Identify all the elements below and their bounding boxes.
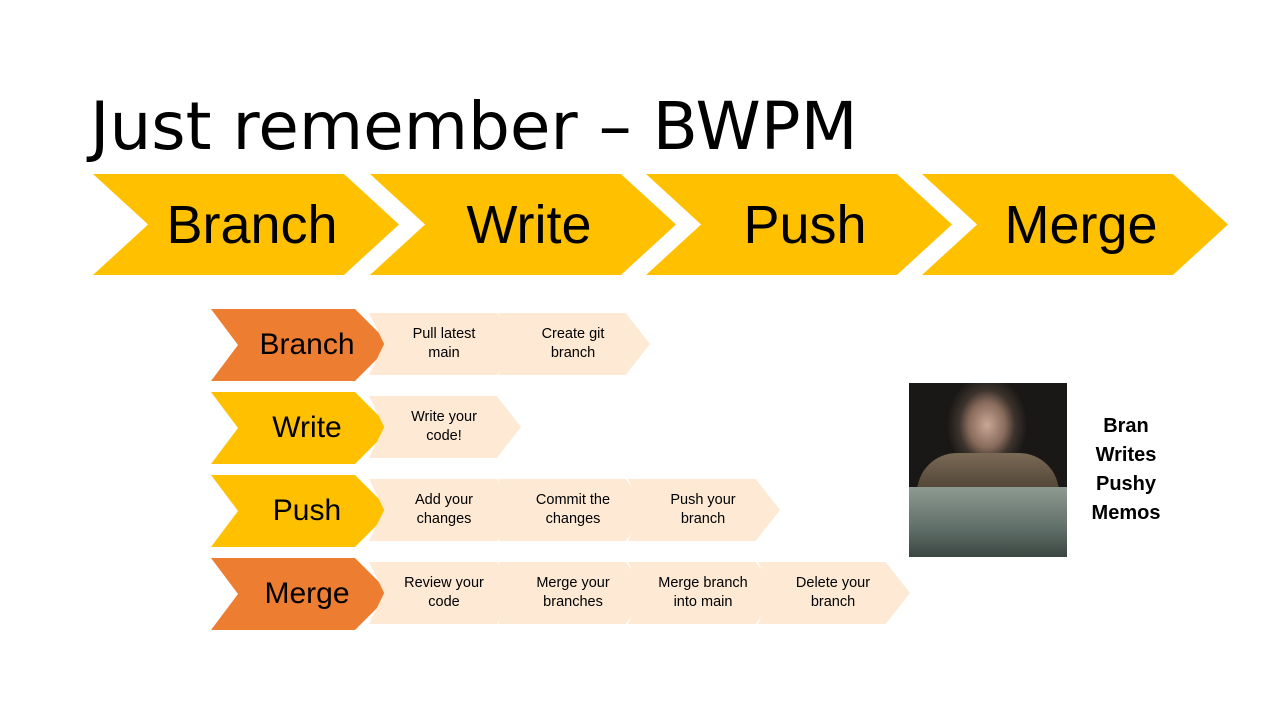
substep-label: Pull latest main [412,326,476,361]
page-title: Just remember – BWPM [90,88,858,165]
process-step-merge: Merge [922,174,1228,275]
process-step-write: Write [370,174,676,275]
substep-label: Merge your branches [536,575,610,610]
row-header-write: Write [211,392,391,464]
substep-review-your-code: Review your code [369,562,521,624]
process-step-label: Push [743,194,867,255]
process-step-branch: Branch [93,174,399,275]
process-step-label: Write [466,194,592,255]
substep-label: Delete your branch [795,575,871,610]
row-header-merge: Merge [211,558,391,630]
mnemonic-word: Pushy [1095,473,1157,495]
mnemonic-word: Bran [1103,415,1149,437]
character-photo [909,383,1067,557]
row-header-push: Push [211,475,391,547]
row-header-branch: Branch [211,309,391,381]
substep-write-your-code: Write your code! [369,396,521,458]
substep-merge-your-branches: Merge your branches [498,562,650,624]
substep-label: Commit the changes [535,492,611,527]
mnemonic-word: Memos [1091,502,1161,524]
substep-label: Push your branch [670,492,736,527]
substep-add-your-changes: Add your changes [369,479,521,541]
row-header-label: Merge [264,577,350,610]
mnemonic-word: Writes [1095,444,1157,466]
fur-collar-shape [917,453,1059,493]
process-step-label: Merge [1004,194,1158,255]
substep-pull-latest-main: Pull latest main [369,313,521,375]
mnemonic-text: Bran Writes Pushy Memos [1082,412,1170,528]
substep-label: Write your code! [411,409,477,444]
process-step-label: Branch [166,194,338,255]
substep-merge-branch-into-main: Merge branch into main [628,562,780,624]
substep-commit-the-changes: Commit the changes [498,479,650,541]
substep-create-git-branch: Create git branch [498,313,650,375]
row-header-label: Write [272,411,342,444]
substep-delete-your-branch: Delete your branch [758,562,910,624]
substep-label: Add your changes [414,492,474,527]
substep-label: Review your code [404,575,484,610]
substep-push-your-branch: Push your branch [628,479,780,541]
inscription-image [909,487,1067,557]
substep-label: Merge branch into main [658,575,748,610]
row-header-label: Branch [259,328,355,361]
process-step-push: Push [646,174,952,275]
row-header-label: Push [272,494,342,527]
substep-label: Create git branch [541,326,605,361]
